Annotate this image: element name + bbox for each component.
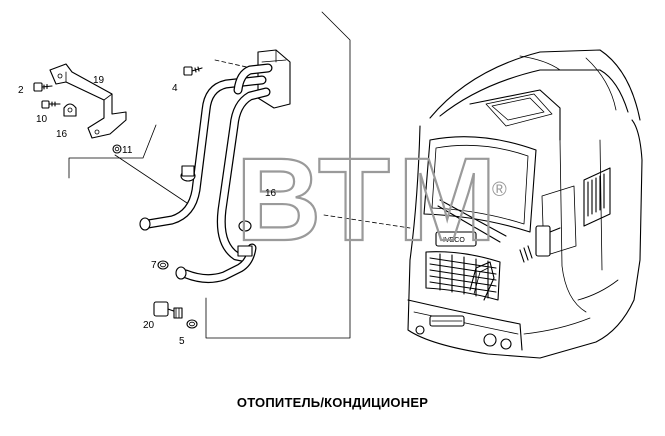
callout-19: 19 xyxy=(93,75,105,86)
callout-11: 11 xyxy=(122,145,133,156)
callout-2: 2 xyxy=(18,85,24,96)
watermark-letter-m: M xyxy=(398,134,496,266)
callouts: 2 19 10 16 11 4 16 7 20 5 xyxy=(18,75,277,347)
callout-10: 10 xyxy=(36,114,48,125)
nut-part-11 xyxy=(112,144,122,154)
oring-part-5 xyxy=(186,319,198,329)
clip-part-16 xyxy=(63,103,77,117)
watermark-letter-b: B xyxy=(236,134,321,266)
diagram-caption: ОТОПИТЕЛЬ/КОНДИЦИОНЕР xyxy=(236,395,429,410)
bolt-part-10 xyxy=(41,100,61,109)
bolt-part-4 xyxy=(183,66,203,76)
watermark-registered-mark: ® xyxy=(492,179,507,201)
heater-pipes xyxy=(139,49,291,284)
bracket-part-19 xyxy=(49,63,127,139)
sensor-part-20 xyxy=(153,301,183,319)
bolt-part-2 xyxy=(33,82,53,92)
callout-4: 4 xyxy=(172,83,178,94)
callout-16a: 16 xyxy=(56,129,68,140)
boundary-lines xyxy=(68,11,411,339)
callout-7: 7 xyxy=(151,260,157,271)
callout-20: 20 xyxy=(143,320,155,331)
cab-badge: IVECO xyxy=(443,237,465,244)
callout-5: 5 xyxy=(179,336,185,347)
watermark-letter-t: T xyxy=(318,134,390,266)
callout-16b: 16 xyxy=(265,188,277,199)
watermark: B T M ® xyxy=(235,133,507,267)
truck-cab: IVECO xyxy=(407,49,643,359)
oring-part-7 xyxy=(157,260,169,270)
